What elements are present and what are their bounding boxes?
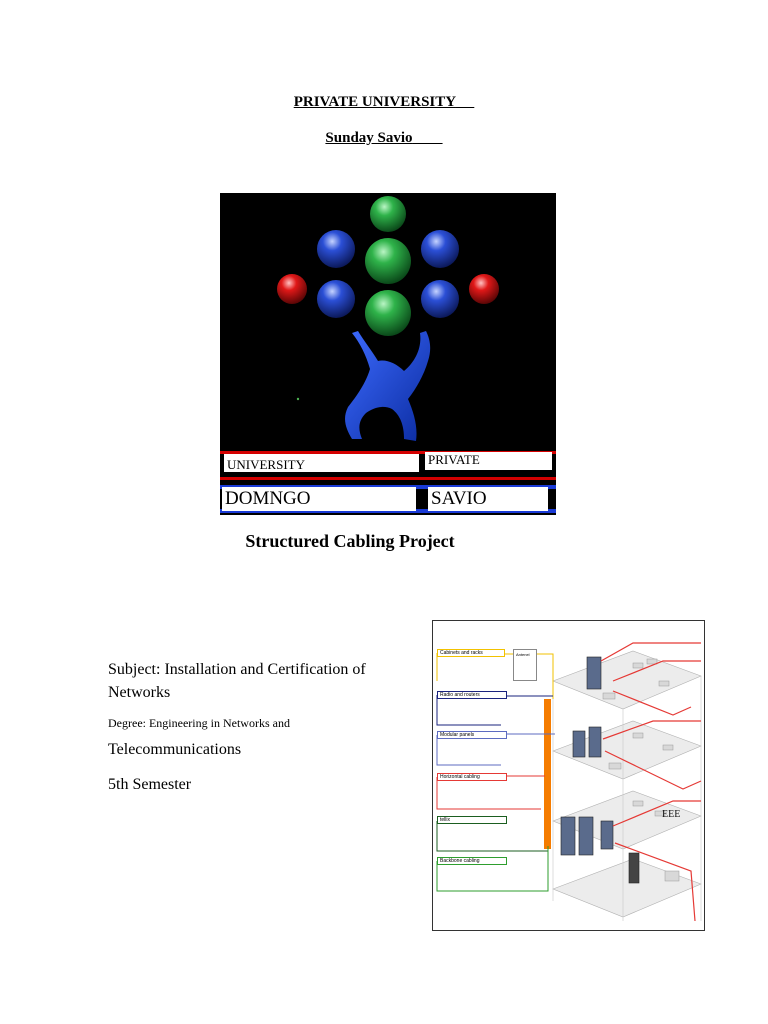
label-backbone-cabling: Backbone cabling <box>437 857 507 865</box>
legend-box: Antenel <box>513 649 537 681</box>
label-horizontal-cabling: Horizontal cabling <box>437 773 507 781</box>
logo-label-domngo: DOMNGO <box>222 487 416 511</box>
degree-line: Degree: Engineering in Networks and <box>108 716 290 730</box>
blue-sphere <box>421 230 459 268</box>
diagram-corner-text: EEE <box>662 809 681 820</box>
cabling-diagram: Cabinets and racks Radio and routers Mod… <box>432 620 705 931</box>
red-sphere <box>277 274 307 304</box>
subject-line-cont: Networks <box>108 684 171 701</box>
network-racks <box>560 656 640 884</box>
label-tellix: tellix <box>437 816 507 824</box>
project-title: Structured Cabling Project <box>245 531 455 551</box>
logo-label-savio: SAVIO <box>428 487 548 511</box>
green-sphere-center <box>365 238 411 284</box>
logo-label-university: UNIVERSITY <box>224 454 419 472</box>
semester-line: 5th Semester <box>108 776 192 793</box>
green-sphere-bottom <box>365 290 411 336</box>
university-heading: PRIVATE UNIVERSITY <box>0 94 768 111</box>
university-heading-text: PRIVATE UNIVERSITY <box>293 94 456 110</box>
red-sphere <box>469 274 499 304</box>
person-heading-text: Sunday Savio <box>325 130 413 146</box>
label-cabinets-racks: Cabinets and racks <box>437 649 505 657</box>
backbone-riser <box>544 699 551 849</box>
green-sphere-top <box>370 196 406 232</box>
university-logo: UNIVERSITY PRIVATE DOMNGO SAVIO <box>220 193 556 515</box>
figure-holding-spheres <box>345 331 431 441</box>
person-heading: Sunday Savio <box>0 130 768 147</box>
label-radio-routers: Radio and routers <box>437 691 507 699</box>
blue-sphere <box>317 230 355 268</box>
horizontal-cabling-lines <box>600 642 702 922</box>
label-modular-panels: Modular panels <box>437 731 507 739</box>
blue-sphere <box>317 280 355 318</box>
blue-sphere <box>421 280 459 318</box>
degree-line-cont: Telecommunications <box>108 741 242 758</box>
logo-label-private: PRIVATE <box>425 452 552 470</box>
building-illustration <box>436 642 702 922</box>
subject-line: Subject: Installation and Certification … <box>108 661 366 678</box>
